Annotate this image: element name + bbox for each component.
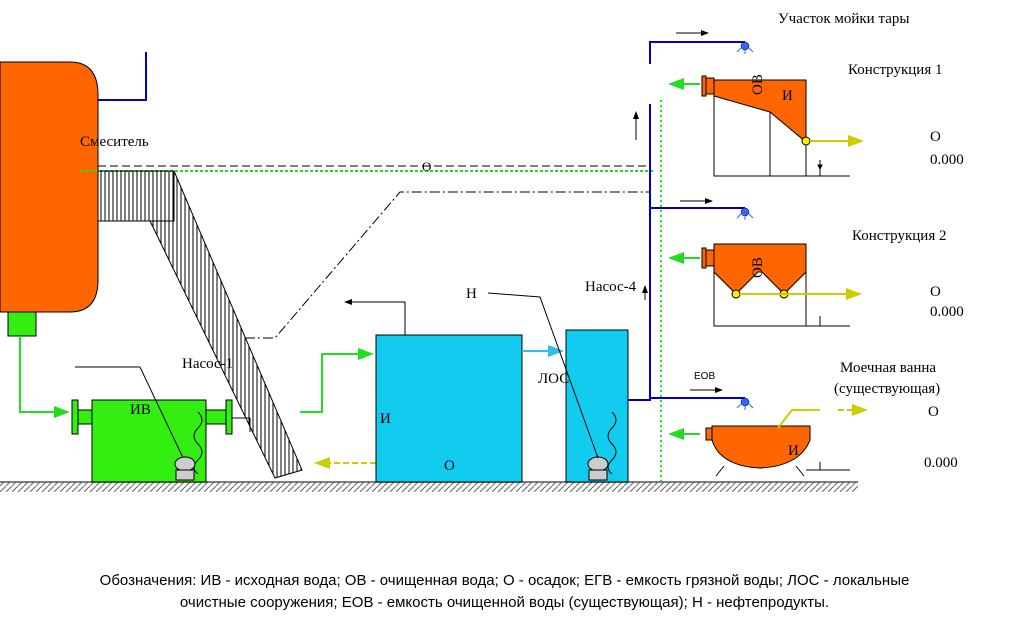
construction-1 [668,75,864,177]
bath-label-line2: (существующая) [834,381,940,397]
bath-i-label: И [788,443,799,459]
green-pipe-mixer [19,336,70,418]
n-label: Н [466,286,477,302]
big-cyan-tank [344,299,523,483]
spray-nozzle-1 [736,41,754,54]
construction-1-i-label: И [782,88,793,104]
bath-level: 0.000 [924,455,958,471]
construction-1-ov-label: ОВ [750,74,766,95]
construction-2-label: Конструкция 2 [852,228,946,244]
construction-2-o-label: О [930,284,941,300]
iv-tank-label: ИВ [130,402,151,418]
sludge-line-label: О [422,159,431,174]
los-tank [565,329,629,483]
mixer-vessel [0,52,147,337]
big-tank-o-label: О [444,458,455,474]
construction-1-o-label: О [930,129,941,145]
bath-label-line1: Моечная ванна [840,360,936,376]
legend: Обозначения: ИВ - исходная вода; ОВ - оч… [20,570,989,614]
dash-dot-line [245,191,650,339]
construction-2-ov-label: ОВ [750,257,766,278]
washing-bath [668,404,868,477]
sludge-line [80,165,655,172]
construction-2 [668,243,862,327]
page-title: Участок мойки тары [778,11,909,27]
n-leader-line [487,292,599,459]
construction-1-label: Конструкция 1 [848,62,942,78]
inclined-conveyor [97,170,303,479]
ground [0,481,858,492]
eov-label: ЕОВ [694,371,715,382]
construction-2-level: 0.000 [930,304,964,320]
legend-line-2: очистные сооружения; ЕОВ - емкость очище… [179,594,830,611]
blue-riser [628,30,745,401]
spray-nozzle-3 [736,397,754,410]
bath-o-label: О [928,404,939,420]
big-tank-i-label: И [380,411,391,427]
spray-nozzle-2 [736,207,754,220]
los-label: ЛОС [538,371,569,387]
pump-right-label: Насос-4 [585,279,637,295]
mixer-label: Смеситель [80,134,149,150]
green-pipe-to-big-tank [300,348,374,413]
pump1-label: Насос-1 [182,356,233,372]
legend-line-1: Обозначения: ИВ - исходная вода; ОВ - оч… [99,572,910,589]
construction-1-level: 0.000 [930,152,964,168]
green-pipe-iv-out [232,417,251,432]
iv-tank [71,366,233,483]
